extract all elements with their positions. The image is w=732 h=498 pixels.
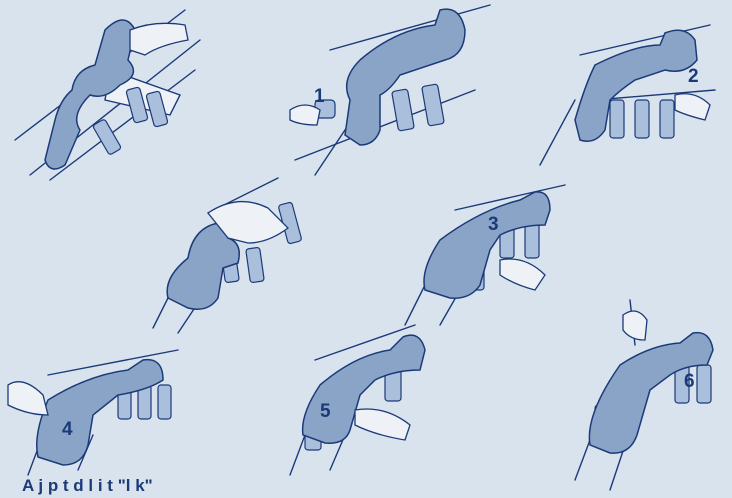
hand [500, 259, 545, 290]
step-number-1: 1 [314, 87, 325, 106]
step-number-5: 5 [320, 402, 331, 421]
brace-straps [610, 100, 674, 138]
brace-straps [92, 87, 168, 155]
panel-step-5 [285, 315, 455, 475]
hand [355, 409, 410, 440]
step-number-6: 6 [684, 372, 695, 391]
brace-frame [589, 333, 713, 454]
caption-text: A j p t d l i t "l k" [22, 476, 153, 496]
hand [623, 311, 647, 340]
step-number-3: 3 [488, 215, 499, 234]
panel-step-4 [8, 345, 183, 475]
panel-press [148, 168, 338, 338]
hand [130, 23, 188, 55]
panel-brace-on [10, 0, 210, 185]
panel-step-2 [535, 15, 725, 165]
panel-step-3 [400, 180, 570, 330]
step-number-4: 4 [62, 420, 73, 439]
hand [8, 382, 48, 415]
step-number-2: 2 [688, 67, 699, 86]
panel-step-6 [575, 295, 725, 490]
hand [675, 94, 710, 120]
hand [290, 105, 320, 125]
